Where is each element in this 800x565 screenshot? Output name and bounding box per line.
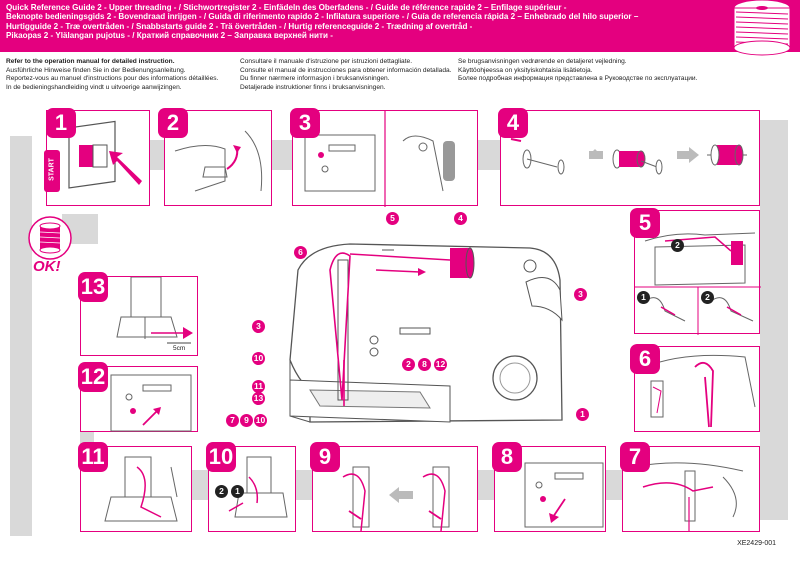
spool-pin-illustration — [510, 138, 747, 175]
handwheel-illustration — [304, 111, 455, 207]
pull-thread-illustration — [116, 277, 193, 344]
step-4-panel — [500, 110, 760, 206]
callout-10: 10 — [252, 352, 265, 365]
step-number-badge: 10 — [206, 442, 236, 472]
header-title-line: Hurtigguide 2 - Træ overtråden - / Snabb… — [6, 21, 473, 31]
header-banner: Quick Reference Guide 2 - Upper threadin… — [0, 0, 800, 52]
sub-callout: 1 — [231, 485, 244, 498]
callout-11: 11 — [252, 380, 265, 393]
step-number-badge: 9 — [310, 442, 340, 472]
intro-text: Se brugsanvisningen vedrørende en detalj… — [458, 58, 627, 65]
intro-text: Consulte el manual de instrucciones para… — [240, 66, 452, 74]
step-6-panel — [634, 346, 760, 432]
step-number-badge: 8 — [492, 442, 522, 472]
needle-bar-guide-illustration — [342, 466, 450, 532]
callout-9: 9 — [240, 414, 253, 427]
sub-callout: 2 — [701, 291, 714, 304]
presser-lever-up-illustration — [110, 374, 192, 432]
callout-13: 13 — [252, 392, 265, 405]
flow-band — [478, 140, 500, 170]
step-number-badge: 11 — [78, 442, 108, 472]
intro-column-2: Consultare il manuale d'istruzione per i… — [240, 58, 452, 92]
callout-2: 2 — [402, 358, 415, 371]
flow-band — [150, 140, 164, 170]
flow-band — [192, 470, 208, 500]
callout-7: 7 — [226, 414, 239, 427]
start-tab: START — [44, 150, 60, 192]
step-number-badge: 5 — [630, 208, 660, 238]
callout-4: 4 — [454, 212, 467, 225]
flow-band — [478, 470, 494, 500]
callout-5: 5 — [386, 212, 399, 225]
start-label: START — [48, 158, 56, 181]
thread-guide-illustration — [635, 232, 761, 335]
flow-band — [10, 136, 32, 536]
sub-callout: 2 — [671, 239, 684, 252]
document-code: XE2429-001 — [737, 540, 776, 547]
flow-band — [272, 140, 292, 170]
header-title-line: Quick Reference Guide 2 - Upper threadin… — [6, 3, 567, 12]
presser-foot-down-illustration — [524, 462, 604, 528]
step-8-panel — [494, 446, 606, 532]
step-number-badge: 13 — [78, 272, 108, 302]
flow-band — [760, 120, 788, 520]
step-number-badge: 1 — [46, 108, 76, 138]
step-number-badge: 4 — [498, 108, 528, 138]
header-title-line: Pikaopas 2 - Ylälangan pujotus - / Кратк… — [6, 30, 333, 40]
callout-6: 6 — [294, 246, 307, 259]
intro-column-1: Refer to the operation manual for detail… — [6, 58, 218, 92]
callout-8: 8 — [418, 358, 431, 371]
threader-lever-illustration — [228, 456, 288, 518]
step-number-badge: 3 — [290, 108, 320, 138]
presser-foot-lever-illustration — [174, 130, 263, 192]
header-title-line: Beknopte bedieningsgids 2 - Bovendraad i… — [6, 12, 639, 22]
intro-text: In de bedieningshandleiding vindt u uitv… — [6, 83, 182, 91]
step-3-panel — [292, 110, 478, 207]
step-number-badge: 12 — [78, 362, 108, 392]
callout-12: 12 — [434, 358, 447, 371]
step-10-panel: 2 1 — [208, 446, 296, 532]
intro-column-3: Se brugsanvisningen vedrørende en detalj… — [458, 58, 697, 84]
ok-label: OK! — [33, 258, 61, 275]
step-number-badge: 6 — [630, 344, 660, 374]
length-label: 5cm — [173, 345, 186, 352]
intro-text: Consultare il manuale d'istruzione per i… — [240, 58, 413, 65]
power-switch-illustration — [68, 120, 142, 189]
thread-spool-illustration — [690, 0, 791, 56]
intro-text: Detaljerade instruktioner finns i bruksa… — [240, 83, 386, 91]
callout-3: 3 — [252, 320, 265, 333]
callout-3: 3 — [574, 288, 587, 301]
callout-1: 1 — [576, 408, 589, 421]
callout-10: 10 — [254, 414, 267, 427]
intro-text: Käyttöohjeessa on yksityiskohtaisia lisä… — [458, 66, 593, 74]
intro-text: Ausführliche Hinweise finden Sie in der … — [6, 66, 186, 74]
intro-text: Reportez-vous au manuel d'instructions p… — [6, 75, 219, 83]
header-titles: Quick Reference Guide 2 - Upper threadin… — [6, 3, 696, 40]
sub-callout: 1 — [637, 291, 650, 304]
intro-text: Refer to the operation manual for detail… — [6, 58, 175, 65]
flow-band — [296, 470, 312, 500]
step-number-badge: 7 — [620, 442, 650, 472]
intro-text: Du finner nærmere informasjon i bruksanv… — [240, 75, 390, 83]
sewing-machine-illustration — [289, 243, 563, 423]
needle-threader-illustration — [104, 456, 178, 522]
step-number-badge: 2 — [158, 108, 188, 138]
intro-text: Более подробная информация представлена … — [458, 75, 698, 83]
ok-spool-icon — [28, 216, 72, 260]
sub-callout: 2 — [215, 485, 228, 498]
flow-band — [606, 470, 622, 500]
